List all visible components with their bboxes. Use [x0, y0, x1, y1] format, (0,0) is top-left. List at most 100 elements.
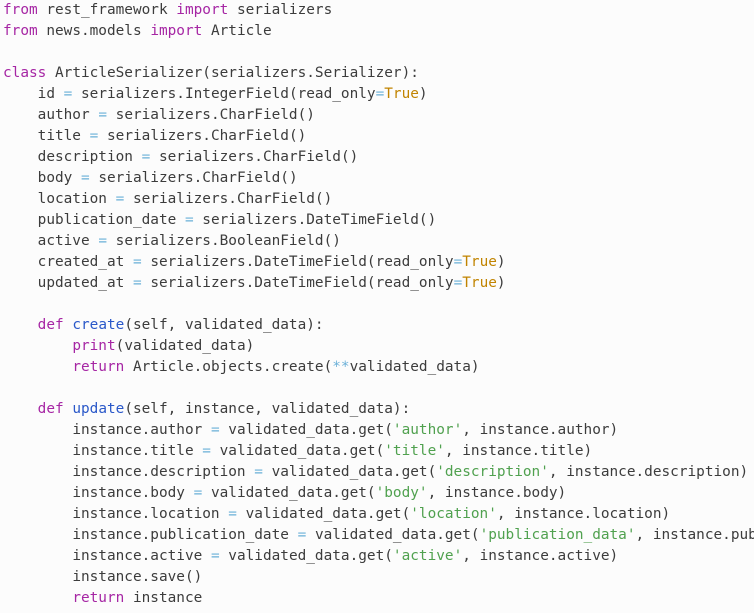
punctuation-token: ) [470, 359, 480, 375]
keyword-token: from [3, 23, 38, 39]
punctuation-token: , [427, 485, 445, 501]
operator-token: = [254, 464, 263, 480]
code-line [3, 378, 754, 399]
punctuation-token: , [444, 443, 463, 459]
operator-token: = [63, 86, 73, 102]
punctuation-token: , [462, 548, 480, 564]
attribute-token: body [37, 170, 73, 186]
whitespace-token [3, 149, 38, 165]
identifier-token: rest_framework [46, 2, 168, 18]
identifier-token: instance.description [566, 464, 740, 480]
identifier-token: instance.title [72, 443, 194, 459]
whitespace-token [133, 149, 142, 165]
code-line: description = serializers.CharField() [3, 147, 754, 168]
code-line: active = serializers.BooleanField() [3, 231, 754, 252]
identifier-token: validated_data.get [314, 527, 471, 543]
identifier-token: serializers.DateTimeField [202, 212, 419, 228]
whitespace-token [228, 2, 237, 18]
code-line: instance.description = validated_data.ge… [3, 462, 754, 483]
punctuation-token: ) [609, 422, 619, 438]
whitespace-token [3, 527, 72, 543]
punctuation-token: ) [418, 86, 428, 102]
whitespace-token [3, 170, 38, 186]
keyword-token: class [3, 65, 47, 81]
constant-token: True [384, 86, 419, 102]
identifier-token: validated_data.get [228, 548, 385, 564]
keyword-token: return [72, 590, 125, 606]
identifier-token: serializers.Serializer [210, 65, 402, 81]
whitespace-token [3, 464, 72, 480]
identifier-token: serializers.CharField [158, 149, 341, 165]
code-line: instance.title = validated_data.get('tit… [3, 441, 754, 462]
punctuation-token: ( [375, 443, 385, 459]
code-line: class ArticleSerializer(serializers.Seri… [3, 63, 754, 84]
whitespace-token [220, 422, 229, 438]
whitespace-token [107, 191, 116, 207]
keyword-token: def [37, 317, 64, 333]
punctuation-token: ( [115, 338, 125, 354]
keyword-token: import [150, 23, 203, 39]
whitespace-token [124, 191, 133, 207]
operator-token: = [375, 86, 385, 102]
punctuation-token: , [548, 464, 567, 480]
punctuation-token: ( [366, 254, 376, 270]
attribute-token: active [37, 233, 90, 249]
identifier-token: validated_data.get [271, 464, 428, 480]
whitespace-token [3, 107, 38, 123]
operator-token: = [80, 170, 90, 186]
keyword-token: from [3, 2, 38, 18]
whitespace-token [142, 23, 151, 39]
punctuation-token: () [297, 107, 315, 123]
punctuation-token: ( [366, 275, 376, 291]
attribute-token: location [37, 191, 107, 207]
operator-token: = [228, 506, 237, 522]
punctuation-token: ) [496, 254, 506, 270]
code-line: def update(self, instance, validated_dat… [3, 399, 754, 420]
punctuation-token: ) [496, 275, 506, 291]
code-line: location = serializers.CharField() [3, 189, 754, 210]
punctuation-token: , [496, 506, 515, 522]
punctuation-token: ): [306, 317, 324, 333]
punctuation-token: ( [124, 317, 133, 333]
string-token: 'description' [436, 464, 549, 480]
attribute-token: publication_date [37, 212, 177, 228]
identifier-token: serializers.CharField [107, 128, 289, 144]
identifier-token: serializers.CharField [132, 191, 315, 207]
punctuation-token: ) [245, 338, 255, 354]
attribute-token: created_at [37, 254, 125, 270]
code-line: id = serializers.IntegerField(read_only=… [3, 84, 754, 105]
code-line: instance.publication_date = validated_da… [3, 525, 754, 546]
code-line: instance.active = validated_data.get('ac… [3, 546, 754, 567]
whitespace-token [3, 338, 72, 354]
whitespace-token [306, 527, 315, 543]
whitespace-token [3, 422, 72, 438]
code-line: author = serializers.CharField() [3, 105, 754, 126]
code-line: from news.models import Article [3, 21, 754, 42]
punctuation-token: () [314, 191, 333, 207]
function-name-token: create [72, 317, 125, 333]
whitespace-token [90, 233, 99, 249]
code-line: instance.body = validated_data.get('body… [3, 483, 754, 504]
whitespace-token [3, 506, 72, 522]
whitespace-token [237, 506, 246, 522]
identifier-token: validated_data [349, 359, 471, 375]
identifier-token: instance [132, 590, 203, 606]
whitespace-token [124, 359, 133, 375]
identifier-token: Article.objects.create [132, 359, 324, 375]
string-token: 'body' [375, 485, 428, 501]
whitespace-token [202, 23, 211, 39]
punctuation-token: ) [557, 485, 567, 501]
function-name-token: update [72, 401, 125, 417]
punctuation-token: ( [384, 422, 393, 438]
code-line [3, 42, 754, 63]
whitespace-token [107, 107, 116, 123]
operator-token: = [453, 254, 463, 270]
punctuation-token: , [635, 527, 653, 543]
punctuation-token: ) [609, 548, 619, 564]
whitespace-token [3, 212, 38, 228]
whitespace-token [3, 317, 38, 333]
code-line: instance.location = validated_data.get('… [3, 504, 754, 525]
operator-token: = [98, 233, 107, 249]
whitespace-token [289, 527, 298, 543]
